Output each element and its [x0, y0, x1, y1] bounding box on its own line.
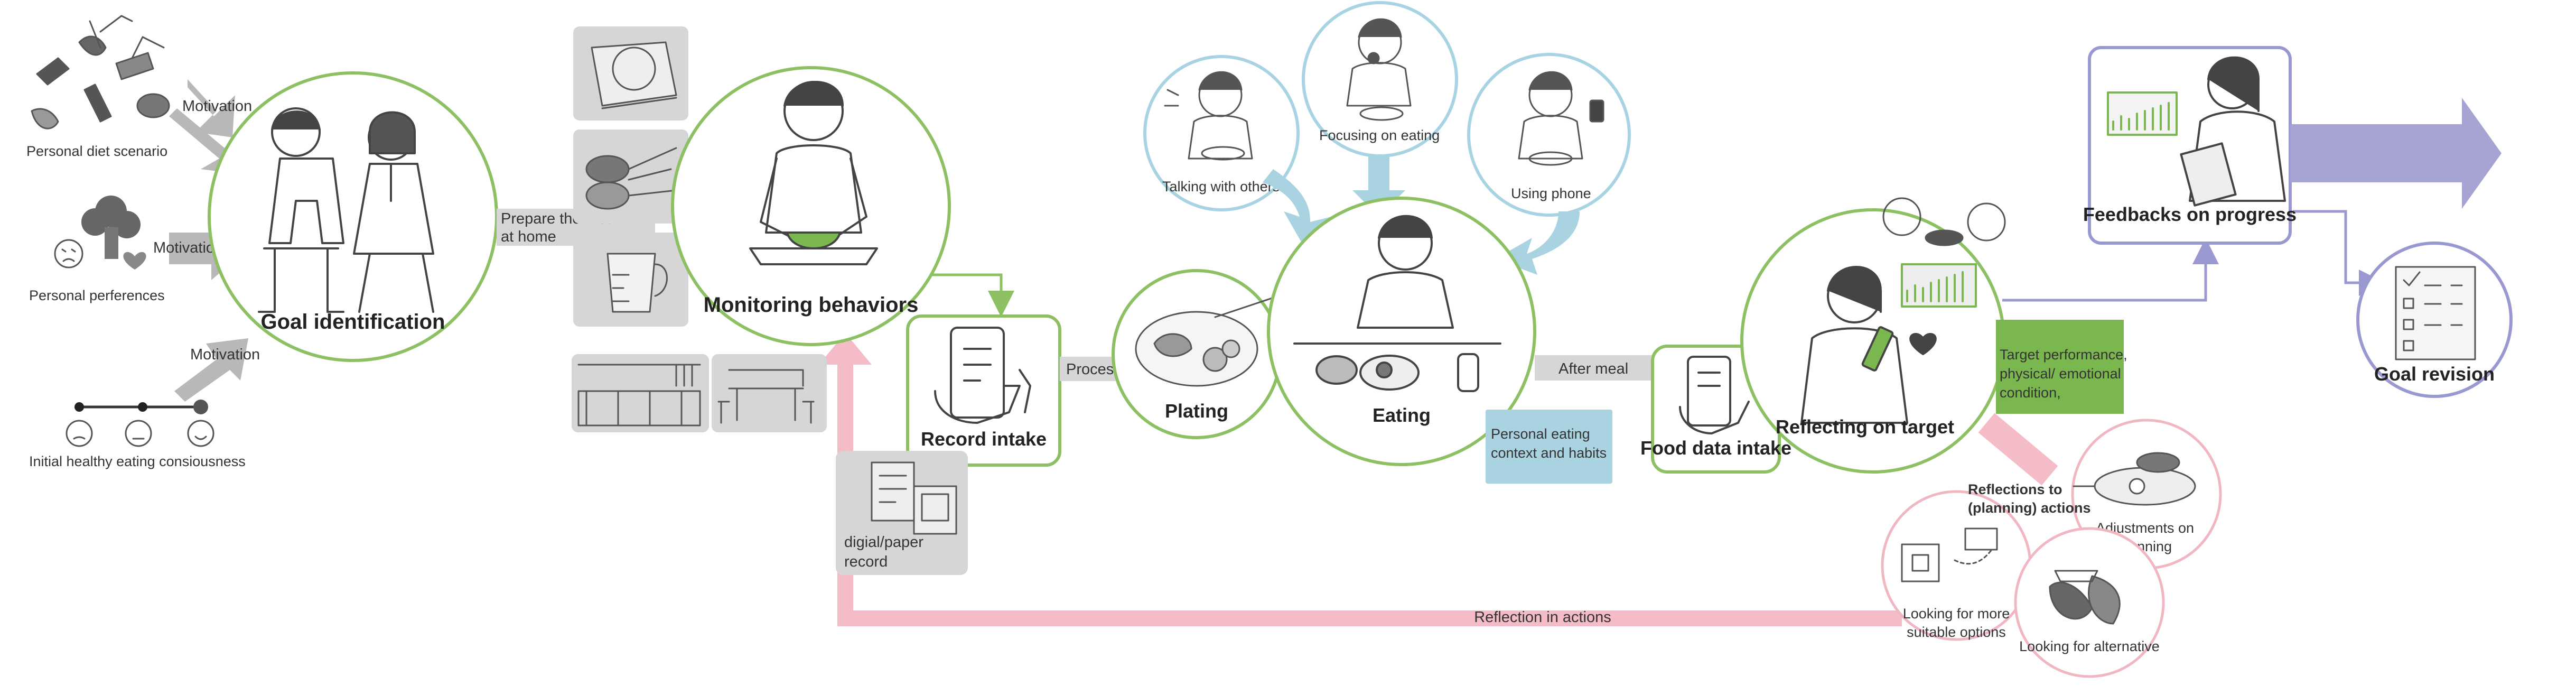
label-motivation-3: Motivation [190, 346, 260, 363]
pink-connector [1978, 413, 2058, 486]
label-after-meal: After meal [1558, 360, 1628, 377]
phone-person-icon [1518, 71, 1604, 166]
phone-in-hand-icon [1679, 356, 1750, 434]
eating-context: Talking with others Focusing on eating U… [1143, 1, 1631, 275]
monitoring-label: Monitoring behaviors [704, 293, 919, 317]
label-reflection-in-actions: Reflection in actions [1474, 609, 1611, 626]
vegetable-chopping-icon [31, 15, 170, 129]
label-context-line1: Personal eating [1491, 426, 1590, 442]
label-target-line3: condition, [2000, 385, 2061, 401]
emotion-scale-icon [66, 400, 214, 447]
reflection-options: Adjustments on planning Looking for more… [1474, 419, 2222, 678]
label-phone: Using phone [1511, 186, 1591, 201]
food-data-label: Food data intake [1640, 437, 1791, 459]
stage-reflecting: Reflecting on target [1740, 197, 2006, 474]
stage-goal-revision: Goal revision [2356, 242, 2513, 398]
input-consciousness: Initial healthy eating consiousness [29, 400, 246, 469]
consultation-icon [258, 107, 434, 313]
label-options-line2: suitable options [1907, 624, 2006, 640]
family-sketch-icon [1882, 197, 2006, 246]
after-meal-band [1535, 355, 1662, 381]
eggplant-icon [2049, 570, 2121, 625]
goal-identification-label: Goal identification [261, 310, 445, 333]
kitchen-tile [572, 354, 709, 432]
label-alternative: Looking for alternative [2019, 638, 2160, 654]
feedback-to-revision-arrow [2293, 210, 2385, 296]
label-context-line2: context and habits [1491, 445, 1607, 461]
checklist-icon [2395, 266, 2476, 360]
label-consciousness: Initial healthy eating consiousness [29, 453, 246, 469]
measuring-jug-icon [606, 253, 668, 313]
stage-goal-identification: Goal identification [208, 71, 498, 362]
context-box [1486, 410, 1612, 484]
nurse-chart-icon [2107, 56, 2286, 207]
revision-label: Goal revision [2374, 363, 2495, 385]
label-options-line1: Looking for more [1903, 606, 2010, 622]
frying-pan-icon [2073, 452, 2196, 506]
eating-label: Eating [1373, 404, 1431, 426]
stage-feedbacks: Feedbacks on progress [2083, 46, 2297, 245]
label-motivation-1: Motivation [182, 98, 252, 115]
dining-table-icon [717, 369, 815, 424]
eating-person-icon [1293, 215, 1501, 392]
talking-arrow [1263, 169, 1331, 248]
eating-circle [1267, 197, 1536, 466]
record-intake-box [906, 314, 1061, 467]
phone-circle [1467, 53, 1631, 217]
record-intake-label: Record intake [921, 428, 1047, 450]
paper-record: digial/paper record [836, 451, 968, 575]
phone-in-hand-icon [934, 327, 1031, 424]
input-diet-scenario: Personal diet scenario [26, 15, 170, 159]
stage-record-intake: Record intake [906, 314, 1061, 467]
label-preferences: Personal perferences [29, 288, 165, 303]
reflecting-person-icon [1800, 263, 1977, 424]
label-target-line2: physical/ emotional [2000, 366, 2121, 382]
stage-plating: Plating [1112, 269, 1282, 439]
after-meal-connector: After meal [1535, 355, 1662, 381]
label-prepare-line2: at home [501, 228, 556, 245]
label-record-line2: record [844, 553, 888, 570]
talking-person-icon [1164, 71, 1253, 161]
loop-arrow-head [819, 333, 872, 365]
big-purple-arrow [2290, 98, 2502, 209]
reflect-to-feedback-arrow [2002, 238, 2219, 302]
cooking-person-icon [749, 81, 878, 265]
stage-monitoring: Monitoring behaviors [671, 66, 1014, 346]
measuring-cups-icon [585, 147, 677, 210]
input-preferences: Personal perferences [29, 196, 165, 303]
reflecting-label: Reflecting on target [1776, 416, 1954, 438]
focusing-person-icon [1346, 18, 1412, 121]
target-box: Target performance, physical/ emotional … [1996, 320, 2127, 414]
label-record-line1: digial/paper [844, 534, 923, 551]
reflection-loop [819, 333, 2058, 626]
plating-label: Plating [1165, 400, 1228, 422]
label-talking: Talking with others [1162, 179, 1280, 194]
broccoli-icon [54, 196, 146, 270]
label-focusing: Focusing on eating [1319, 127, 1440, 143]
monitoring-circle [671, 66, 951, 346]
kitchen-icon [577, 364, 701, 427]
feedback-label: Feedbacks on progress [2083, 203, 2297, 225]
equipment-images [572, 26, 827, 432]
talking-circle [1143, 55, 1300, 211]
plate-icon [1135, 295, 1280, 387]
eating-context-box: Personal eating context and habits [1486, 410, 1612, 484]
target-box-bg [1996, 320, 2124, 414]
label-planning-line1: Reflections to [1968, 481, 2062, 497]
purple-connectors [2002, 210, 2385, 302]
label-target-line1: Target performance, [2000, 347, 2127, 363]
phone-arrow [1495, 211, 1580, 275]
shop-icon [1901, 527, 1998, 582]
label-diet-scenario: Personal diet scenario [26, 143, 167, 159]
induction-cooker-icon [591, 41, 677, 109]
monitoring-to-record-arrow [930, 273, 1014, 317]
notebook-scale-icon [871, 461, 957, 535]
dining-tile [712, 354, 827, 432]
stage-eating: Eating [1267, 197, 1536, 466]
label-planning-line2: (planning) actions [1968, 500, 2091, 516]
